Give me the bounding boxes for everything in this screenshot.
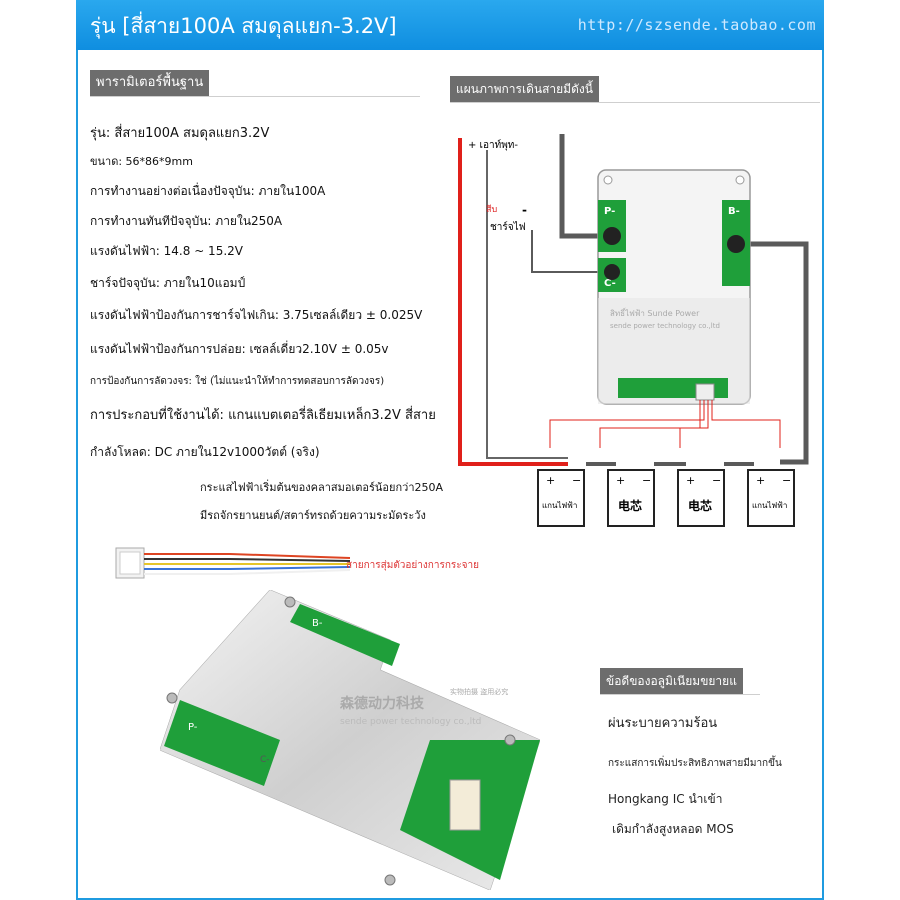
charge-label: ชาร์จไฟ [490,221,526,233]
svg-text:แกนไฟฟ้า: แกนไฟฟ้า [752,501,787,510]
advantage-heat-sink: ผ่นระบายความร้อน [608,716,718,731]
output-plus-wire [458,138,568,466]
svg-text:B-: B- [312,618,323,629]
param-instant-current: การทำงานทันทีปัจจุบัน: ภายใน250A [90,214,283,228]
note-motorcycle: มีรถจักรยานยนต์/สตาร์ทรถด้วยความระมัดระว… [200,509,426,522]
svg-text:B-: B- [728,206,740,217]
svg-text:+: + [756,474,765,487]
svg-text:电芯: 电芯 [618,498,642,513]
page-title: รุ่น [สี่สาย100A สมดุลแยก-3.2V] [90,14,397,38]
content-frame [76,0,824,900]
param-short-circuit: การป้องกันการลัดวงจร: ใช่ (ไม่แนะนำให้ทำ… [90,376,385,387]
photo-pad-p [164,700,280,786]
param-discharge-voltage: แรงดันไฟฟ้าป้องกันการปล่อย: เซลล์เดี่ยว2… [90,342,389,356]
params-divider [90,96,420,97]
battery-cell-3: + − 电芯 [677,469,725,527]
photo-watermark-cn: 森德动力科技 [340,695,425,712]
advantage-ic: Hongkang IC นำเข้า [608,792,723,806]
note-motor-current: กระแสไฟฟ้าเริ่มต้นของคลาสมอเตอร์น้อยกว่า… [200,481,444,494]
param-model: รุ่น: สี่สาย100A สมดุลแยก3.2V [90,126,270,141]
battery-cell-2: + − 电芯 [607,469,655,527]
svg-text:C-: C- [260,755,270,765]
output-minus-wire [486,150,568,459]
svg-text:C-: C- [604,278,616,289]
param-load-power: กำลังโหลด: DC ภายใน12v1000วัตต์ (จริง) [90,445,320,459]
advantage-mos: เดิมกำลังสูงหลอด MOS [612,822,734,836]
param-voltage: แรงดันไฟฟ้า: 14.8 ~ 15.2V [90,244,243,258]
svg-text:−: − [712,474,721,487]
shop-url[interactable]: http://szsende.taobao.com [577,16,816,34]
photo-watermark-en: sende power technology co.,ltd [340,717,481,727]
svg-text:−: − [782,474,791,487]
battery-cell-4: + − แกนไฟฟ้า [747,469,795,527]
output-label: + เอาท์พุท- [468,139,518,151]
advantages-divider [600,694,760,695]
svg-text:−: − [642,474,651,487]
wiring-divider [450,102,820,103]
svg-text:+: + [616,474,625,487]
wiring-section-title: แผนภาพการเดินสายมีดังนี้ [450,76,599,102]
board-brand-line1: สิทธิ์ไฟฟ้า Sunde Power [610,307,700,318]
advantage-current: กระแสการเพิ่มประสิทธิภาพสายมีมากขึ้น [608,758,782,769]
cable-label: สายการสุ่มตัวอย่างการกระจาย [346,560,479,571]
charge-minus-label: สีบ [486,204,497,215]
charge-dash: - [522,203,527,217]
param-continuous-current: การทำงานอย่างต่อเนื่องปัจจุบัน: ภายใน100… [90,184,326,198]
svg-text:P-: P- [188,722,198,733]
param-overcharge-voltage: แรงดันไฟฟ้าป้องกันการชาร์จไฟเกิน: 3.75เซ… [90,308,423,322]
photo-watermark-small: 实物拍摄 盗用必究 [450,687,508,696]
svg-text:−: − [572,474,581,487]
svg-text:แกนไฟฟ้า: แกนไฟฟ้า [542,501,577,510]
photo-pad-b [290,604,400,666]
p-terminal-wire [559,134,610,239]
bms-board-photo: B- P- C- 森德动力科技 实物拍摄 盗用必究 sende power te… [160,590,540,890]
svg-text:+: + [546,474,555,487]
c-terminal-wire [531,230,610,273]
param-charge-current: ชาร์จปัจจุบัน: ภายใน10แอมป์ [90,276,246,290]
svg-text:P-: P- [604,206,615,217]
advantages-section-title: ข้อดีของอลูมิเนียมขยายแ [600,668,743,694]
svg-text:+: + [686,474,695,487]
b-terminal-wire [738,241,809,465]
svg-text:电芯: 电芯 [688,498,712,513]
param-size: ขนาด: 56*86*9mm [90,155,193,168]
balance-cable-image [115,547,351,579]
params-section-title: พารามิเตอร์พื้นฐาน [90,70,210,96]
board-brand-line2: sende power technology co.,ltd [610,322,720,330]
photo-balance-socket [449,779,481,831]
param-assembly: การประกอบที่ใช้งานได้: แกนแบตเตอรี่ลิเธี… [90,408,436,423]
wiring-diagram: + เอาท์พุท- สีบ ชาร์จไฟ - P- C- B- สิทธิ… [458,134,809,527]
header-bar: รุ่น [สี่สาย100A สมดุลแยก-3.2V] http://s… [76,0,824,50]
battery-cell-1: + − แกนไฟฟ้า [537,469,585,527]
